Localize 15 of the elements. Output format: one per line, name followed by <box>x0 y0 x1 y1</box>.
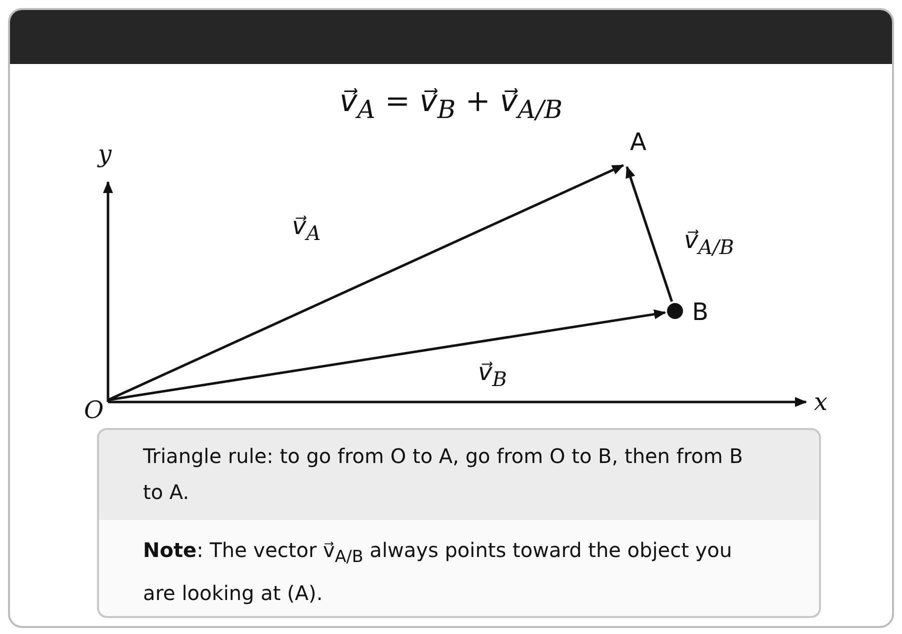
arrow <box>626 166 674 302</box>
note-panel <box>97 428 821 618</box>
edge-label: v⃗$_{B}$ <box>478 358 507 391</box>
axis-label: y <box>98 140 112 168</box>
arrow <box>108 309 666 402</box>
note-text: Note: The vector v⃗$_{A/B}$ always points toward the object you are looking at (A). <box>143 537 734 607</box>
point-label: B <box>692 298 708 326</box>
edge-label: v⃗$_{A/B}$ <box>684 226 734 259</box>
origin-label: O <box>84 396 104 424</box>
point-label: A <box>630 128 646 156</box>
arrow <box>107 164 624 402</box>
axis-label: x <box>814 388 828 416</box>
equation-title: v⃗$_{A}$ = v⃗$_{B}$ + v⃗$_{A/B}$ <box>338 84 564 124</box>
edge-label: v⃗$_{A}$ <box>292 212 321 245</box>
rule-text: Triangle rule: to go from O to A, go from O to B, then from B to A. <box>143 443 743 506</box>
